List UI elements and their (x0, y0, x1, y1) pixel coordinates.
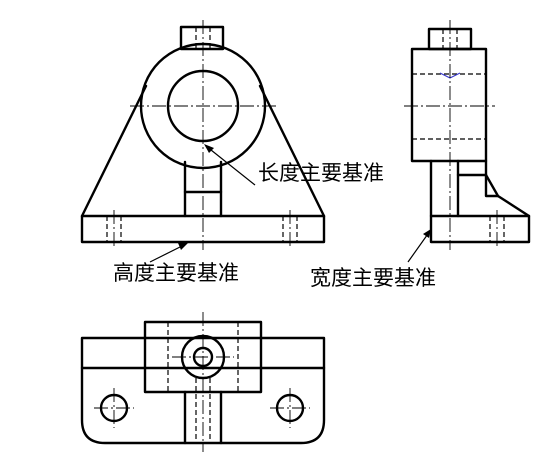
width-datum-arrowhead (423, 229, 431, 238)
length-datum-arrowhead (204, 144, 214, 153)
front-left-support-line (80, 84, 148, 218)
length-datum-label: 长度主要基准 (258, 161, 384, 185)
leaders (149, 144, 431, 263)
side-view (404, 20, 531, 250)
top-base-outline (80, 336, 326, 445)
side-plate-and-base (429, 159, 531, 244)
side-rib-slope (484, 173, 500, 198)
height-datum-arrowhead (178, 243, 188, 250)
width-datum-label: 宽度主要基准 (310, 266, 436, 290)
length-datum-leader (205, 145, 256, 186)
front-right-support-line (258, 84, 326, 218)
front-view (80, 20, 326, 250)
height-datum-label: 高度主要基准 (113, 261, 239, 285)
front-boss-outline (179, 25, 225, 51)
side-cylinder-body (410, 47, 488, 163)
top-view (80, 312, 326, 452)
